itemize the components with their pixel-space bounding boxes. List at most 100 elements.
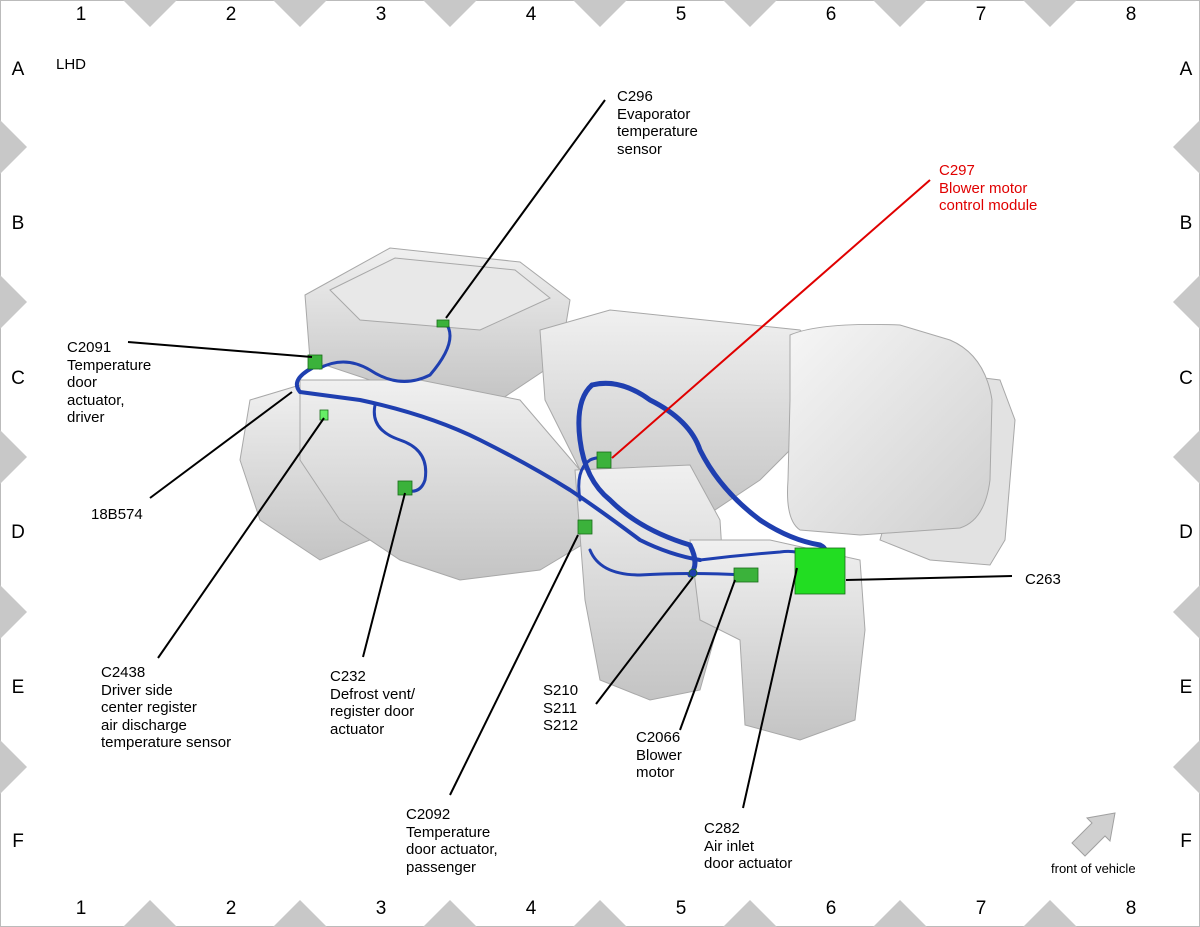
grid-marker [723, 900, 777, 927]
callout-18b574: 18B574 [91, 506, 143, 524]
blower-case [539, 309, 831, 521]
grid-column-label: 3 [375, 4, 387, 25]
callout-line: temperature sensor [101, 734, 232, 751]
hvac-housing [239, 247, 1016, 741]
grid-row-label: D [11, 522, 25, 543]
evaporator-top [329, 257, 551, 331]
connector-c2438 [319, 409, 329, 421]
grid-column-label: 1 [75, 898, 87, 919]
grid-column-label: 1 [75, 4, 87, 25]
connector-c2091 [307, 354, 323, 370]
grid-row-label: F [1180, 831, 1192, 852]
callout-line: Temperature [406, 823, 491, 841]
callout-line: Defrost vent/ [330, 685, 416, 703]
connector-c296 [436, 319, 450, 328]
callout-line: temperature [617, 123, 698, 140]
grid-marker [0, 120, 27, 174]
callout-line: C296 [617, 88, 653, 105]
leader-c232 [362, 492, 406, 658]
grid-marker [273, 900, 327, 927]
callout-line: S210 [543, 682, 579, 699]
grid-column-label: 8 [1125, 898, 1137, 919]
grid-row-label: E [1179, 677, 1193, 698]
callout-line: motor [636, 764, 675, 781]
front-of-vehicle-label: front of vehicle [1051, 861, 1136, 876]
callout-line: C282 [704, 820, 740, 837]
connector-c297 [596, 451, 612, 469]
grid-column-label: 6 [825, 4, 837, 25]
splice-s210 [688, 568, 698, 578]
grid-row-label: C [11, 368, 25, 389]
callout-line: Blower motor [939, 179, 1028, 197]
grid-marker [1173, 740, 1200, 794]
grid-marker [123, 900, 177, 927]
front-arrow-icon [1071, 812, 1116, 857]
callout-line: C2092 [406, 806, 451, 823]
grid-column-label: 5 [675, 898, 687, 919]
grid-row-label: D [1179, 522, 1193, 543]
grid-marker [873, 0, 927, 27]
callout-line: S211 [543, 699, 577, 717]
grid-marker [1173, 120, 1200, 174]
wiring-harness [295, 320, 828, 578]
callout-c263: C263 [1025, 571, 1061, 589]
callout-line: C2438 [101, 664, 146, 681]
grid-column-label: 6 [825, 898, 837, 919]
harness-branch [318, 320, 452, 383]
grid-column-label: 7 [975, 898, 987, 919]
grid-column-label: 2 [225, 898, 237, 919]
grid-column-label: 2 [225, 4, 237, 25]
grid-marker [273, 0, 327, 27]
grid-row-label: C [1179, 368, 1193, 389]
leader-c263 [845, 575, 1013, 581]
grid-marker [1173, 430, 1200, 484]
grid-marker [0, 585, 27, 639]
view-tag: LHD [56, 56, 87, 73]
grid-column-label: 7 [975, 4, 987, 25]
leader-c2091 [127, 341, 313, 358]
connector-c2066 [733, 567, 759, 583]
center-housing [299, 379, 591, 581]
callout-line: air discharge [101, 716, 187, 734]
grid-marker [1023, 900, 1077, 927]
callout-line: C2066 [636, 729, 681, 746]
callout-line: C232 [330, 668, 366, 685]
leader-c296 [445, 99, 606, 319]
grid-column-label: 8 [1125, 4, 1137, 25]
callout-line: actuator, [67, 391, 125, 409]
grid-marker [123, 0, 177, 27]
callout-line: S212 [543, 717, 579, 734]
grid-column-label: 4 [525, 4, 537, 25]
harness-trunk [576, 382, 698, 578]
callout-line: door actuator, [406, 841, 498, 858]
callout-line: door [67, 374, 98, 391]
grid-row-label: B [11, 213, 25, 234]
callout-line: Evaporator [617, 105, 691, 123]
grid-column-label: 5 [675, 4, 687, 25]
grid-marker [1023, 0, 1077, 27]
connector-c232 [397, 480, 413, 496]
grid-column-label: 3 [375, 898, 387, 919]
grid-marker [873, 900, 927, 927]
leader-c2066 [679, 579, 736, 731]
callout-line: C297 [939, 162, 975, 179]
grid-marker [0, 740, 27, 794]
callout-line: sensor [617, 140, 663, 158]
callout-line: register door [330, 703, 415, 720]
grid-row-label: A [11, 59, 25, 80]
grid-marker [0, 430, 27, 484]
callout-line: Driver side [101, 681, 173, 699]
callout-line: Temperature [67, 356, 152, 374]
grid-row-label: F [12, 831, 24, 852]
callout-line: driver [67, 409, 105, 426]
